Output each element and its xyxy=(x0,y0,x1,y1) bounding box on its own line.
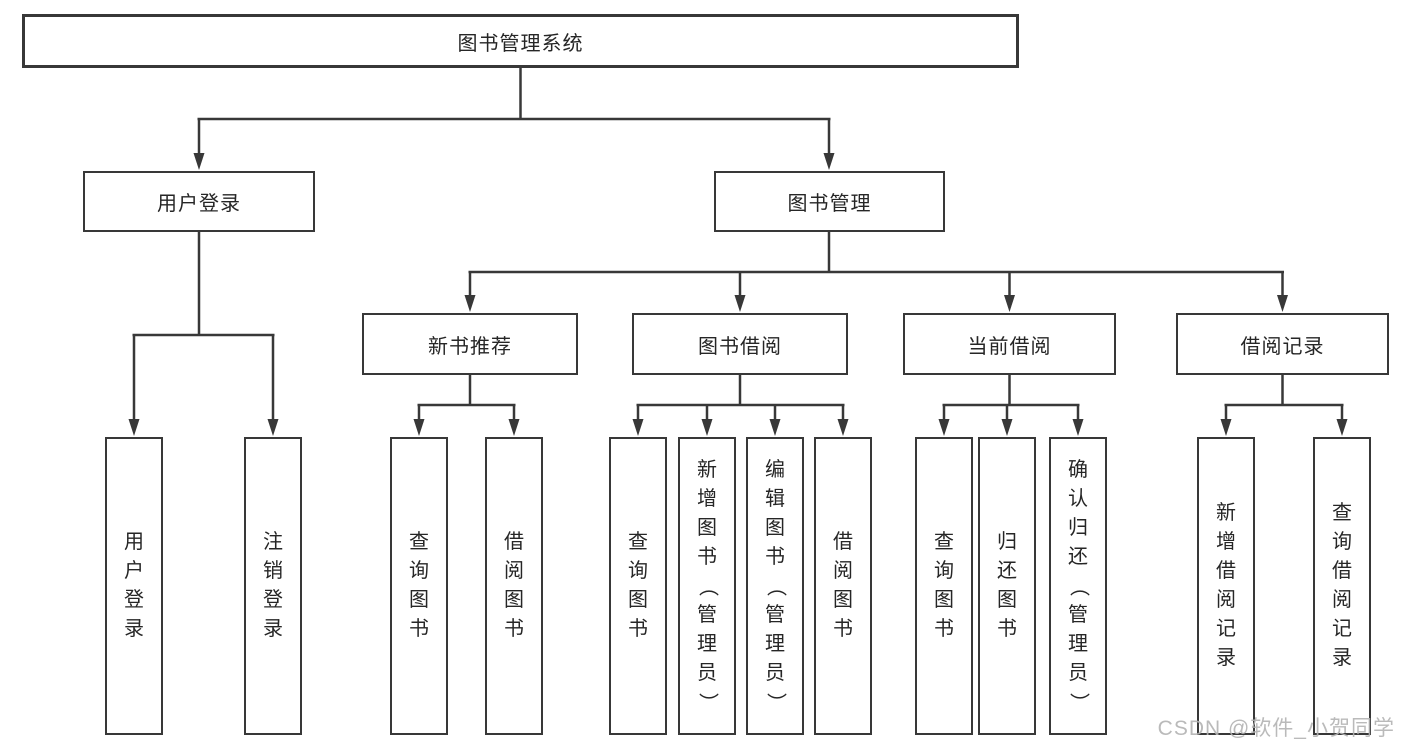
leaf-label: 借阅图书 xyxy=(504,531,524,640)
leaf-label: 归还图书 xyxy=(997,531,1017,640)
node-library-management-system: 图书管理系统 xyxy=(22,14,1019,68)
leaf-label: 查询图书 xyxy=(409,531,429,640)
node-label: 当前借阅 xyxy=(967,335,1052,358)
leaf-label: 用户登录 xyxy=(124,531,144,640)
connector-records-to-leaves xyxy=(1220,375,1348,436)
connector-newbook-to-leaves xyxy=(413,375,520,436)
node-borrow-records: 借阅记录 xyxy=(1176,313,1389,375)
node-label: 用户登录 xyxy=(157,193,241,215)
leaf-add-borrow-record: 新增借阅记录 xyxy=(1197,437,1255,735)
node-book-borrow: 图书借阅 xyxy=(632,313,848,375)
leaf-logout: 注销登录 xyxy=(244,437,302,735)
node-label: 图书管理 xyxy=(787,193,872,215)
leaf-label: 查询图书 xyxy=(628,531,648,640)
leaf-label: 新增借阅记录 xyxy=(1216,502,1236,669)
connector-login-to-leaves xyxy=(128,232,279,436)
leaf-add-book-admin: 新增图书（管理员） xyxy=(678,437,736,735)
leaf-search-borrow-record: 查询借阅记录 xyxy=(1313,437,1371,735)
node-label: 图书管理系统 xyxy=(457,32,584,55)
leaf-label: 注销登录 xyxy=(263,531,283,640)
leaf-label: 查询借阅记录 xyxy=(1332,502,1352,669)
node-label: 图书借阅 xyxy=(698,335,782,358)
leaf-label: 借阅图书 xyxy=(833,531,853,640)
leaf-search-books-3: 查询图书 xyxy=(915,437,973,735)
csdn-watermark: CSDN @软件_小贺同学 xyxy=(1157,717,1395,740)
connector-manage-to-level3 xyxy=(464,232,1288,312)
leaf-borrow-books-1: 借阅图书 xyxy=(485,437,543,735)
leaf-search-books-1: 查询图书 xyxy=(390,437,448,735)
leaf-return-books: 归还图书 xyxy=(978,437,1036,735)
leaf-search-books-2: 查询图书 xyxy=(609,437,667,735)
leaf-label: 查询图书 xyxy=(934,531,954,640)
leaf-label: 编辑图书（管理员） xyxy=(764,458,787,713)
leaf-borrow-books-2: 借阅图书 xyxy=(814,437,872,735)
leaf-user-login: 用户登录 xyxy=(105,437,163,735)
leaf-confirm-return-admin: 确认归还（管理员） xyxy=(1049,437,1107,735)
leaf-label: 确认归还（管理员） xyxy=(1067,458,1090,713)
node-book-management: 图书管理 xyxy=(714,171,945,232)
leaf-edit-book-admin: 编辑图书（管理员） xyxy=(746,437,804,735)
connector-root-to-level2 xyxy=(193,68,835,170)
connector-current-to-leaves xyxy=(938,375,1084,436)
node-user-login: 用户登录 xyxy=(83,171,315,232)
leaf-label: 新增图书（管理员） xyxy=(696,458,719,713)
node-new-book-recommend: 新书推荐 xyxy=(362,313,578,375)
connector-borrow-to-leaves xyxy=(632,375,849,436)
node-label: 新书推荐 xyxy=(428,335,512,358)
node-label: 借阅记录 xyxy=(1240,335,1325,358)
node-current-borrow: 当前借阅 xyxy=(903,313,1116,375)
